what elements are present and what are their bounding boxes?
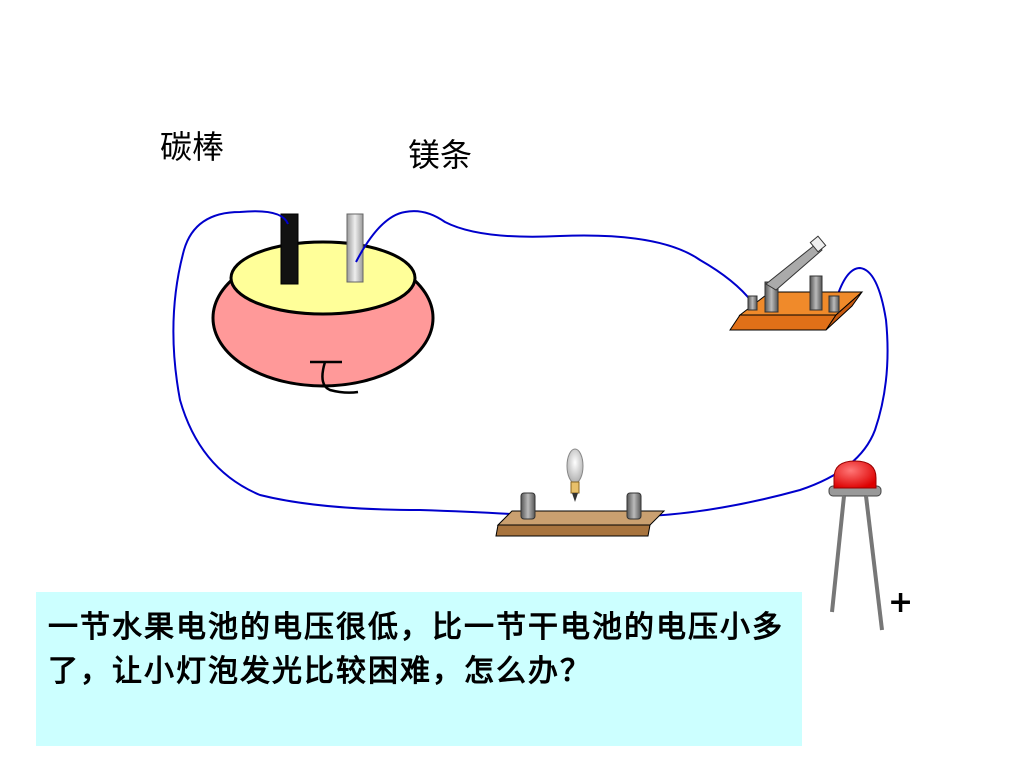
caption-text: 一节水果电池的电压很低，比一节干电池的电压小多了，让小灯泡发光比较困难，怎么办？ (48, 610, 784, 689)
caption-box: 一节水果电池的电压很低，比一节干电池的电压小多了，让小灯泡发光比较困难，怎么办？ (36, 592, 802, 746)
switch-blade (765, 243, 823, 291)
led-leg-left (830, 495, 846, 613)
fruit-battery-icon (211, 213, 435, 394)
led-head (833, 460, 877, 489)
light-bulb-icon (495, 448, 666, 537)
switch-base-front (729, 314, 837, 331)
wire-switch-to-lamp (631, 266, 889, 518)
magnesium-rod (346, 213, 364, 283)
lamp-base-front (495, 524, 651, 537)
bulb-socket (570, 481, 580, 494)
switch-post-clip (828, 295, 840, 313)
fruit-stem (310, 360, 359, 394)
wire-carbon-to-lamp (172, 210, 529, 516)
fruit-top (229, 240, 417, 316)
bulb-glass (566, 448, 584, 484)
switch-handle (809, 235, 827, 253)
wires (172, 210, 889, 518)
switch-post-left-small (747, 295, 758, 311)
led-icon: + (828, 460, 913, 631)
magnesium-strip-label: 镁条 (408, 136, 473, 174)
lamp-post-right (626, 492, 642, 520)
carbon-rod-label: 碳棒 (160, 128, 225, 166)
switch-base-side (825, 291, 863, 331)
bulb-tip (572, 493, 578, 502)
carbon-rod (280, 213, 299, 285)
led-leg-right (864, 495, 884, 631)
plus-sign: + (888, 585, 913, 620)
wire-mg-to-switch (355, 210, 753, 303)
knife-switch-icon (729, 235, 864, 331)
lamp-post-left (520, 492, 536, 520)
switch-post-right (809, 275, 823, 311)
